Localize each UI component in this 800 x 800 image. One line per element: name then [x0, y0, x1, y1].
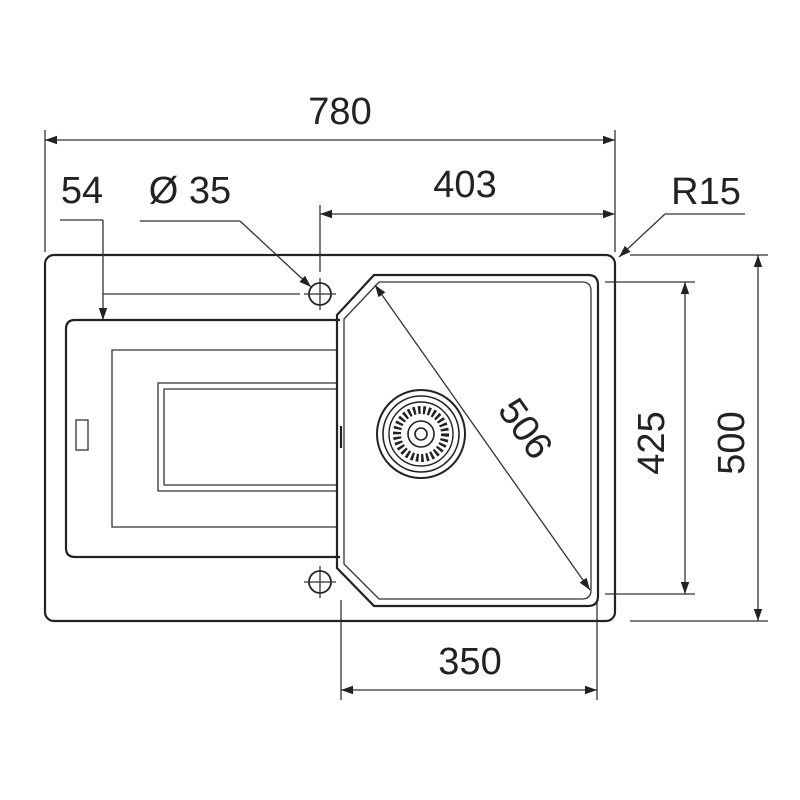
dimension-overall-width: 780	[44, 91, 616, 252]
dimension-bowl-diagonal: 506	[374, 284, 591, 591]
dimension-bowl-width: 350	[340, 600, 598, 700]
faucet-hole-top	[304, 278, 336, 310]
overall-width-label: 780	[308, 91, 371, 133]
dimension-corner-radius: R15	[618, 171, 745, 258]
dimension-faucet-hole-diameter: Ø 35	[140, 170, 312, 288]
dimension-faucet-hole-offset: 54	[60, 170, 300, 320]
overflow-slot	[75, 419, 89, 451]
drain-center	[414, 427, 428, 441]
bowl-offset-label: 403	[433, 164, 496, 206]
faucet-hole-diameter-label: Ø 35	[149, 170, 231, 212]
drainboard-inner-step	[111, 349, 337, 528]
main-bowl	[335, 273, 600, 608]
faucet-hole-bottom	[304, 566, 336, 598]
drain-slots-ring	[393, 406, 449, 462]
drain-strainer-icon	[376, 389, 466, 479]
bowl-width-label: 350	[438, 641, 501, 683]
drainboard-outline	[64, 318, 340, 559]
drainboard-recess	[157, 382, 337, 492]
sink-outer-outline	[43, 253, 617, 623]
drain-ring-outer	[376, 389, 466, 479]
faucet-hole-offset-label: 54	[61, 170, 103, 212]
bowl-inner-outline	[343, 281, 592, 600]
bowl-outer-outline	[335, 273, 600, 608]
bowl-diagonal-label: 506	[489, 391, 560, 467]
dimension-bowl-offset: 403	[319, 164, 615, 272]
overall-depth-label: 500	[711, 411, 753, 474]
bowl-depth-label: 425	[631, 411, 673, 474]
dimension-bowl-depth: 425	[605, 281, 695, 595]
drainboard	[64, 318, 343, 559]
dimension-overall-depth: 500	[630, 254, 768, 622]
corner-radius-label: R15	[671, 171, 741, 213]
drain-ring-inner	[407, 420, 435, 448]
drainboard-recess-inner	[163, 388, 337, 486]
